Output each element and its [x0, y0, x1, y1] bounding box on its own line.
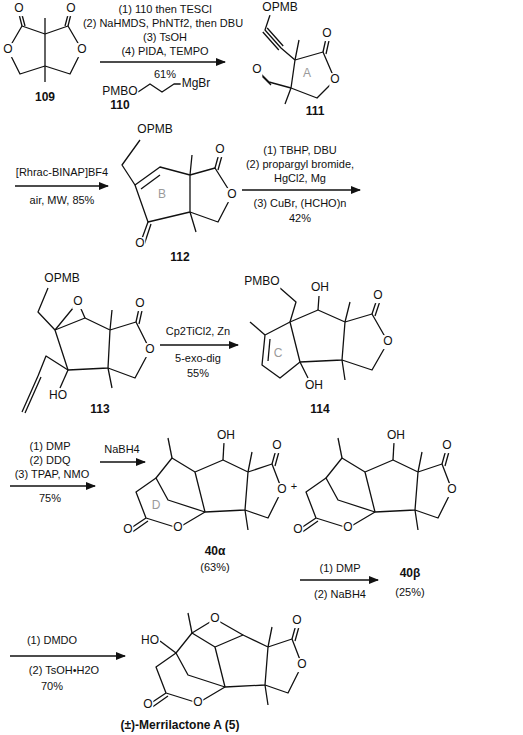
atom-label: O	[2, 43, 13, 57]
compound-number: 110	[109, 99, 130, 113]
group-label: OPMB	[43, 272, 80, 286]
compound-number: 111	[305, 105, 326, 119]
atom-label: O	[142, 698, 153, 712]
plus-sign: +	[290, 480, 298, 493]
reagent-text: (1) DMP	[319, 562, 362, 575]
yield-text: 42%	[288, 212, 312, 225]
reagent-text: air, MW, 85%	[29, 194, 96, 207]
atom-label: O	[296, 658, 307, 672]
compound-number: 112	[169, 251, 190, 265]
atom-label: O	[372, 289, 383, 303]
atom-label: O	[329, 73, 340, 87]
atom-label: O	[214, 143, 225, 157]
group-label: HO	[48, 389, 68, 403]
yield-text: 75%	[38, 492, 62, 505]
yield-text: 70%	[40, 680, 64, 693]
yield-text: (25%)	[394, 586, 425, 599]
atom-label: O	[342, 521, 353, 535]
reagent-text: (1) 110 then TESCl	[117, 3, 212, 16]
group-label: OH	[216, 429, 236, 443]
reagent-text: (1) DMP	[29, 440, 72, 453]
atom-label: O	[441, 439, 452, 453]
atom-label: O	[271, 439, 282, 453]
compound-number: 113	[89, 403, 110, 417]
atom-label: O	[134, 297, 145, 311]
group-label: OH	[304, 379, 324, 393]
reagent-text: [Rhrac-BINAP]BF4	[15, 166, 109, 179]
atom-label: O	[226, 188, 237, 202]
yield-text: 61%	[153, 68, 177, 81]
group-label: PMBO	[243, 275, 280, 289]
atom-label: O	[172, 521, 183, 535]
yield-text: (63%)	[199, 561, 230, 574]
atom-label: O	[122, 523, 133, 537]
atom-label: O	[446, 483, 457, 497]
compound-name: (±)-Merrilactone A (5)	[119, 719, 240, 733]
atom-label: O	[13, 2, 24, 16]
atom-label: O	[72, 295, 83, 309]
compound-number: 40β	[399, 567, 422, 581]
reaction-arrows	[10, 62, 378, 656]
compound-number: 109	[34, 91, 56, 105]
compound-number: 40α	[204, 545, 227, 559]
group-label: MgBr	[181, 77, 212, 91]
ring-letter: C	[274, 347, 283, 361]
reagent-text: (2) NaBH4	[313, 588, 367, 601]
reagent-text: (2) propargyl bromide,	[245, 158, 355, 171]
atom-label: O	[209, 612, 220, 626]
atom-label: O	[276, 483, 287, 497]
reagent-text: (3) TPAP, NMO	[14, 468, 91, 481]
reagent-text: (2) DDQ	[29, 454, 72, 467]
group-label: PMBO	[101, 85, 138, 99]
atom-label: O	[382, 335, 393, 349]
reagent-text: Cp2TiCl2, Zn	[165, 325, 231, 338]
ring-letter: D	[152, 499, 161, 513]
reagent-text: (3) TsOH	[142, 31, 188, 44]
reagent-text: HgCl2, Mg	[273, 172, 327, 185]
atom-label: O	[134, 237, 145, 251]
reagent-text: (2) TsOH•H2O	[28, 664, 100, 677]
group-label: OH	[386, 429, 406, 443]
atom-label: O	[192, 696, 203, 710]
atom-label: O	[144, 343, 155, 357]
ring-letter: A	[303, 67, 311, 81]
atom-label: O	[76, 43, 87, 57]
atom-label: O	[292, 523, 303, 537]
structures	[8, 10, 452, 708]
group-label: OPMB	[136, 123, 173, 137]
atom-label: O	[65, 2, 76, 16]
atom-label: O	[251, 63, 262, 77]
reagent-text: NaBH4	[103, 443, 140, 456]
reagent-text: (1) DMDO	[26, 634, 78, 647]
group-label: HO	[140, 634, 160, 648]
reagent-text: (2) NaHMDS, PhNTf2, then DBU	[82, 17, 244, 30]
reagent-text: (1) TBHP, DBU	[262, 144, 338, 157]
yield-text: 55%	[186, 367, 210, 380]
reagent-text: 5-exo-dig	[174, 352, 222, 365]
atom-label: O	[321, 27, 332, 41]
compound-number: 114	[309, 403, 330, 417]
group-label: OPMB	[261, 1, 298, 15]
ring-letter: B	[158, 188, 166, 202]
group-label: OH	[310, 281, 330, 295]
reagent-text: (4) PIDA, TEMPO	[120, 45, 209, 58]
atom-label: O	[291, 614, 302, 628]
reagent-text: (3) CuBr, (HCHO)n	[253, 197, 348, 210]
